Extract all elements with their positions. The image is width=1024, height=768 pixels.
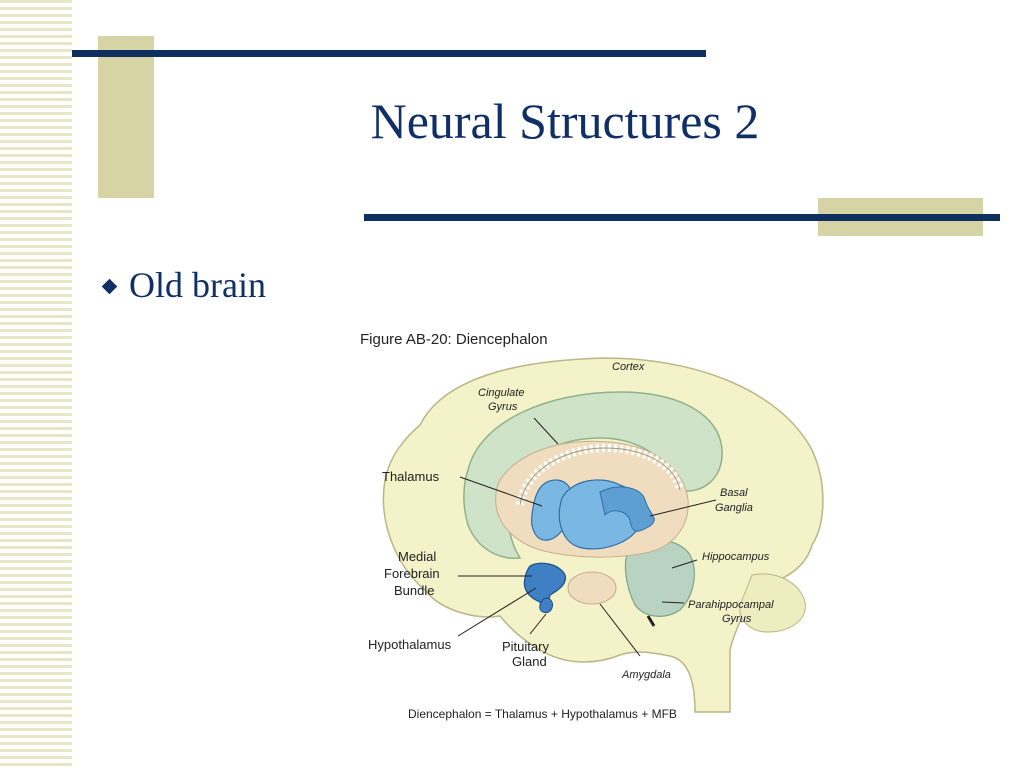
label-amygdala: Amygdala <box>621 669 671 681</box>
label-pituitary-1: Pituitary <box>502 639 549 654</box>
label-pituitary-2: Gland <box>512 654 547 669</box>
label-parahippocampal-2: Gyrus <box>722 613 752 625</box>
label-medial-3: Bundle <box>394 583 434 598</box>
marker-tick <box>646 615 656 627</box>
label-basal-2: Ganglia <box>715 502 753 514</box>
left-stripe-border <box>0 0 72 768</box>
label-medial-1: Medial <box>398 549 436 564</box>
label-hypothalamus: Hypothalamus <box>368 637 452 652</box>
fornix-outline <box>519 447 681 506</box>
label-cortex: Cortex <box>612 361 645 373</box>
hippocampus-shape <box>624 539 695 617</box>
label-basal-1: Basal <box>720 487 748 499</box>
cingulate-gyrus-shape <box>463 391 723 559</box>
slide-title: Neural Structures 2 <box>370 93 760 149</box>
cerebellum-shape <box>739 573 806 633</box>
brain-diagram: Figure AB-20: Diencephalon <box>360 331 824 721</box>
label-cingulate-2: Gyrus <box>488 401 518 413</box>
bullet-text: Old brain <box>129 265 266 305</box>
pituitary-shape <box>539 597 553 614</box>
figure-title: Figure AB-20: Diencephalon <box>360 331 548 348</box>
label-thalamus: Thalamus <box>382 469 440 484</box>
accent-block-left <box>98 36 154 198</box>
diencephalon-figure: Figure AB-20: Diencephalon <box>350 320 830 725</box>
basal-ganglia-blue-shape <box>599 486 655 532</box>
leader-lines <box>457 417 717 657</box>
amygdala-shape <box>567 571 617 605</box>
bullet-item: Old brain <box>101 264 266 306</box>
label-cingulate-1: Cingulate <box>478 387 524 399</box>
title-rule-top <box>72 50 706 57</box>
label-parahippocampal-1: Parahippocampal <box>688 599 774 611</box>
title-rule-bottom <box>364 214 1000 221</box>
diamond-bullet-icon <box>101 278 118 294</box>
figure-caption: Diencephalon = Thalamus + Hypothalamus +… <box>408 707 677 721</box>
label-medial-2: Forebrain <box>384 566 440 581</box>
label-hippocampus: Hippocampus <box>702 551 770 563</box>
